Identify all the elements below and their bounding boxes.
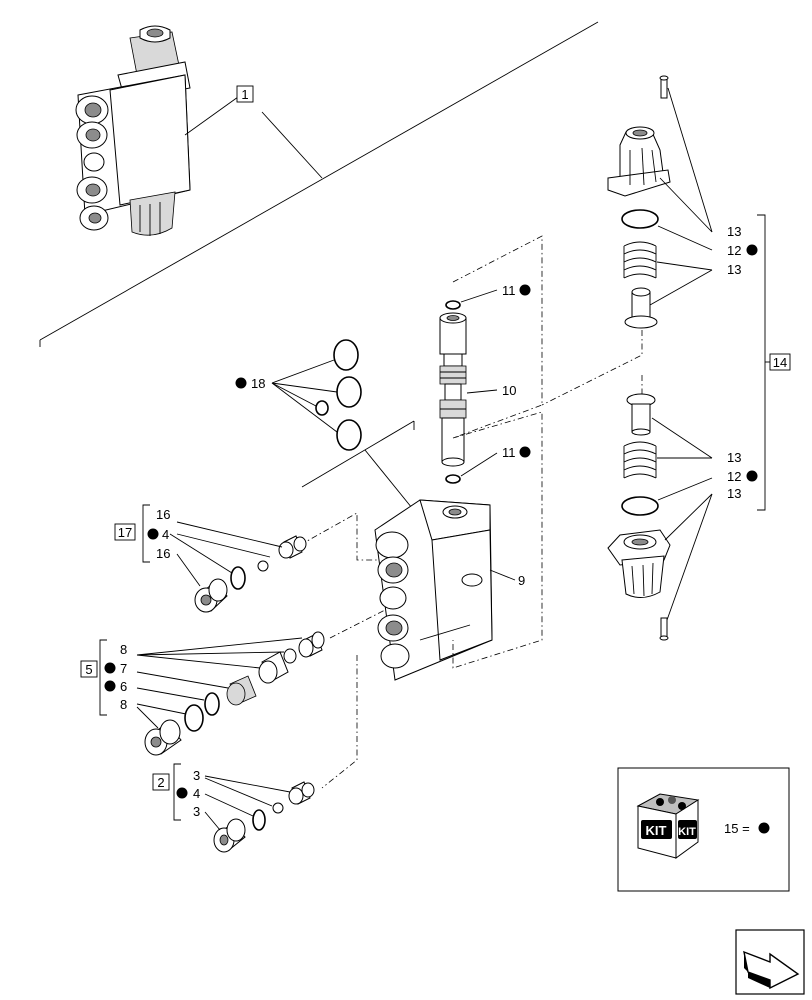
kit-dot-12-bottom (746, 470, 758, 482)
kit-legend: KIT KIT 15 = (617, 767, 790, 892)
label-box-17 (114, 523, 136, 541)
kit-box-text-2: KIT (678, 826, 696, 838)
filled-circle-icon (758, 822, 770, 834)
kit-dot-4-bottom (176, 787, 188, 799)
kit-dot-7 (104, 662, 116, 674)
bracket-14 (757, 214, 766, 511)
label-13-c: 13 (727, 450, 741, 465)
item-labels: 1 11 10 11 9 18 17 16 4 16 5 8 7 6 8 2 3… (80, 85, 791, 819)
label-11-top: 11 (502, 283, 516, 298)
assembly-center-lines (299, 235, 643, 789)
label-17: 17 (118, 525, 132, 540)
label-2: 2 (157, 775, 164, 790)
label-3-bottom: 3 (193, 804, 200, 819)
kit-dot-11-bottom (519, 446, 531, 458)
label-8-top: 8 (120, 642, 127, 657)
kit-dot-11-top (519, 284, 531, 296)
label-4-bottom: 4 (193, 786, 200, 801)
kit-dot-12-top (746, 244, 758, 256)
kit-box-text-1: KIT (646, 823, 667, 838)
label-box-14 (769, 353, 791, 371)
label-12-bottom: 12 (727, 469, 741, 484)
label-13-b: 13 (727, 262, 741, 277)
label-16-bottom: 16 (156, 546, 170, 561)
label-16-top: 16 (156, 507, 170, 522)
kit-dot-18 (235, 377, 247, 389)
label-1: 1 (241, 87, 248, 102)
valve-assembly-drawing (75, 25, 239, 236)
o-ring-set-18 (271, 339, 362, 451)
spring-cap-group-lower (607, 393, 713, 641)
label-10: 10 (502, 383, 516, 398)
label-18: 18 (251, 376, 265, 391)
label-5: 5 (85, 662, 92, 677)
label-box-2 (152, 773, 170, 791)
label-13-a: 13 (727, 224, 741, 239)
label-6: 6 (120, 679, 127, 694)
kit-box-icon: KIT KIT (636, 793, 700, 859)
plug-group-17 (142, 504, 307, 613)
spool-drawing (439, 300, 467, 484)
separator-lines (39, 21, 599, 509)
label-7: 7 (120, 661, 127, 676)
plug-group-2 (173, 763, 315, 853)
label-11-bottom: 11 (502, 445, 516, 460)
label-8-bottom: 8 (120, 697, 127, 712)
spring-cap-group-upper (607, 75, 713, 329)
label-box-5 (80, 660, 98, 678)
label-13-d: 13 (727, 486, 741, 501)
leader-lines (460, 289, 516, 581)
label-12-top: 12 (727, 243, 741, 258)
label-14: 14 (773, 355, 787, 370)
valve-body-drawing (374, 499, 493, 681)
label-3-top: 3 (193, 768, 200, 783)
label-9: 9 (518, 573, 525, 588)
next-page-arrow-icon[interactable] (735, 929, 805, 995)
label-box-1 (236, 85, 254, 103)
plug-group-5 (99, 631, 325, 756)
kit-dot-6 (104, 680, 116, 692)
kit-legend-text: 15 = (724, 821, 750, 836)
label-4-top: 4 (162, 527, 169, 542)
kit-dot-4-top (147, 528, 159, 540)
